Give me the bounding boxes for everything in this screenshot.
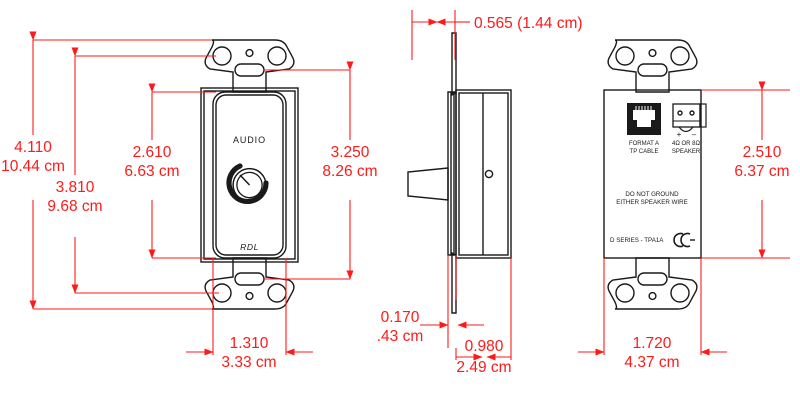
dim-front-plate-width-metric: 3.33 cm <box>221 354 276 371</box>
rear-dimension-lines <box>578 81 790 356</box>
dim-front-plate-width-inch: 1.310 <box>230 335 269 352</box>
polarity-minus-label: – <box>692 130 697 139</box>
dim-rear-body-height-metric: 6.37 cm <box>734 163 789 180</box>
rear-view <box>603 39 707 310</box>
dim-front-overall-height-metric: 10.44 cm <box>1 158 65 175</box>
ce-mark-icon <box>673 232 695 248</box>
dim-front-overall-height-inch: 4.110 <box>14 139 52 156</box>
dim-side-plate-thickness-metric: .43 cm <box>377 328 424 345</box>
brand-label: RDL <box>240 242 259 252</box>
dim-side-body-depth-metric: 2.49 cm <box>456 359 511 376</box>
warning-label-line1: DO NOT GROUND <box>625 191 679 198</box>
warning-label-line2: EITHER SPEAKER WIRE <box>616 199 688 206</box>
dim-rear-body-height-inch: 2.510 <box>743 144 782 161</box>
volume-knob[interactable] <box>226 163 269 204</box>
rj45-label-line1: FORMAT A <box>629 141 659 147</box>
polarity-plus-label: + <box>677 130 682 139</box>
dim-front-strap-height-inch: 3.810 <box>56 179 95 196</box>
dim-rear-body-width-inch: 1.720 <box>633 335 672 352</box>
rear-mounting-strap-bottom <box>607 257 698 310</box>
dim-side-plate-thickness-inch: 0.170 <box>381 309 420 326</box>
dim-front-plate-height-metric: 6.63 cm <box>124 163 179 180</box>
dim-rear-body-width-metric: 4.37 cm <box>624 354 679 371</box>
front-mounting-strap-top <box>204 39 295 93</box>
dim-front-body-height-inch: 3.250 <box>331 144 370 161</box>
side-dimension-lines <box>411 10 512 361</box>
front-face-plate <box>212 91 287 259</box>
speaker-label-line2: SPEAKER <box>672 149 701 155</box>
dim-front-plate-height-inch: 2.610 <box>133 144 172 161</box>
dim-side-body-depth-inch: 0.980 <box>465 338 504 355</box>
model-label: D SERIES - TPA1A <box>610 237 664 244</box>
front-mounting-strap-bottom <box>204 257 295 310</box>
rj45-jack <box>627 103 661 135</box>
front-view: AUDIO RDL <box>200 39 299 310</box>
rj45-label-line2: TP CABLE <box>630 149 659 155</box>
dim-front-strap-height-metric: 9.68 cm <box>47 198 102 215</box>
speaker-label-line1: 4Ω OR 8Ω <box>672 141 700 147</box>
rear-mounting-strap-top <box>607 39 698 93</box>
front-dimension-lines <box>29 31 354 356</box>
speaker-terminal-block <box>672 103 707 133</box>
audio-label: AUDIO <box>233 135 266 145</box>
dim-front-body-height-metric: 8.26 cm <box>322 163 377 180</box>
side-view <box>407 32 512 314</box>
front-body-shell <box>200 87 299 263</box>
dim-side-faceplate-depth: 0.565 (1.44 cm) <box>474 15 583 32</box>
